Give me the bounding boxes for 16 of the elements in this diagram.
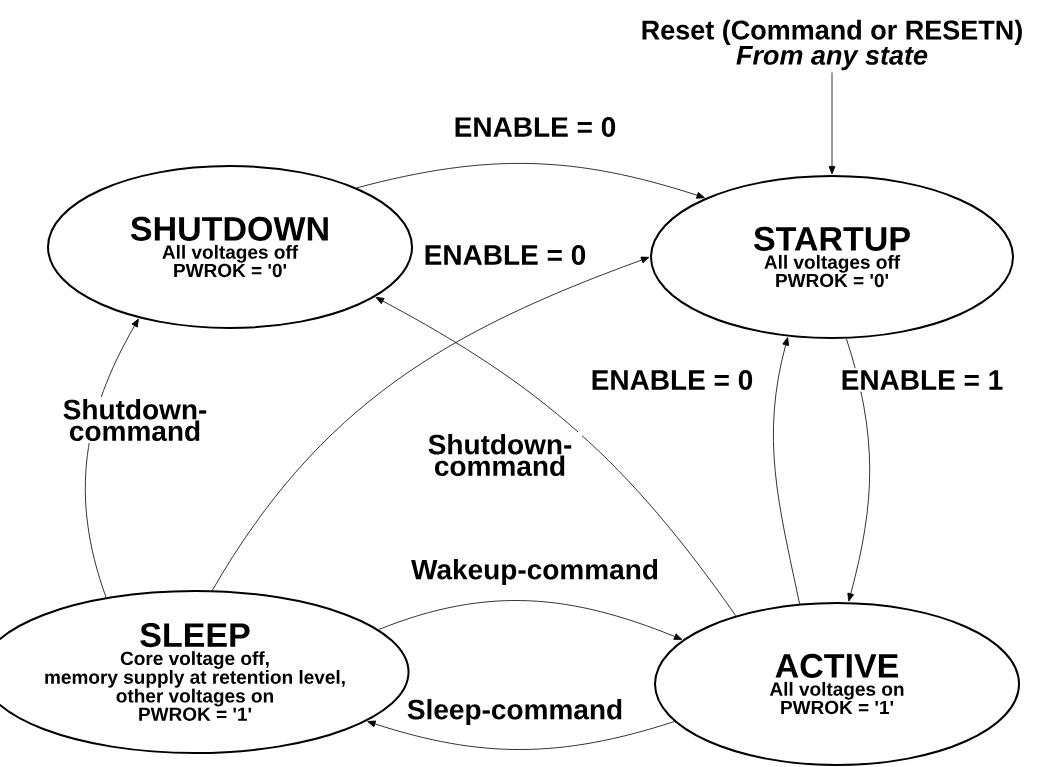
arrow	[846, 338, 871, 602]
arrow	[828, 71, 836, 175]
arrow	[356, 163, 705, 199]
arrow	[375, 297, 737, 617]
edge-label: ENABLE = 1	[838, 368, 1006, 392]
edge-label: Wakeup-command	[409, 556, 661, 588]
arrow	[367, 720, 675, 750]
edge-label: ENABLE = 0	[588, 368, 756, 392]
edge-label: Shutdown-command	[418, 431, 582, 479]
edge-label: ENABLE = 0	[451, 115, 619, 139]
arrow	[773, 337, 800, 605]
arrow	[211, 256, 650, 591]
edge-label: Shutdown-command	[53, 396, 217, 444]
reset-note: Reset (Command or RESETN) From any state	[642, 19, 1022, 71]
edge-label: ENABLE = 0	[421, 243, 589, 267]
arrow	[378, 600, 683, 640]
